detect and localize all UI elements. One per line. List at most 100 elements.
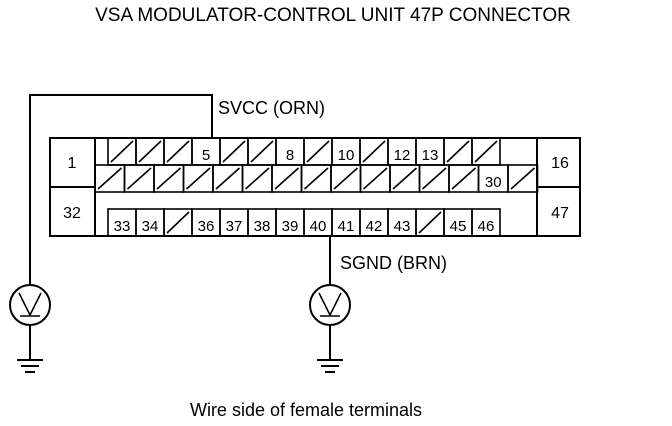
ground-left-icon [17,325,43,373]
terminal-cell: 12 [387,137,417,166]
terminal-cell [389,164,421,193]
unused-terminal-slash [306,140,330,163]
terminal-cell: 46 [471,208,501,237]
terminal-cell [300,164,332,193]
terminal-cell [247,137,277,166]
terminal-cell: 8 [275,137,305,166]
terminal-cell: 41 [331,208,361,237]
unused-terminal-slash [421,167,447,190]
terminal-cell: 34 [135,208,165,237]
unused-terminal-slash [333,167,359,190]
terminal-cell: 39 [275,208,305,237]
unused-terminal-slash [215,167,241,190]
unused-terminal-slash [97,167,123,190]
terminal-number: 39 [282,218,299,235]
terminal-cell: 37 [219,208,249,237]
terminal-cell [163,208,193,237]
terminal-16: 16 [551,155,569,172]
terminal-number: 33 [114,218,131,235]
terminal-number: 42 [366,218,383,235]
unused-terminal-slash [446,140,470,163]
terminal-cell [219,137,249,166]
unused-terminal-slash [303,167,329,190]
unused-terminal-slash [392,167,418,190]
terminal-cell: 43 [387,208,417,237]
terminal-number: 13 [422,147,439,164]
unused-terminal-slash [244,167,270,190]
terminal-row-2: 30 [94,164,539,193]
terminal-cell [271,164,303,193]
terminal-cell [303,137,333,166]
terminal-cell [241,164,273,193]
terminal-cell [443,137,473,166]
terminal-number: 36 [198,218,215,235]
terminal-cell: 40 [303,208,333,237]
terminal-1: 1 [68,155,77,172]
terminal-number: 45 [450,218,467,235]
terminal-32: 32 [63,205,81,222]
unused-terminal-slash [138,140,162,163]
unused-terminal-slash [185,167,211,190]
footer-caption: Wire side of female terminals [190,400,422,420]
unused-terminal-slash [156,167,182,190]
sgnd-wire-label: SGND (BRN) [340,253,447,273]
unused-terminal-slash [110,140,134,163]
terminal-cell [415,208,445,237]
svcc-wire [29,94,213,285]
terminal-cell: 5 [191,137,221,166]
unused-terminal-slash [166,140,190,163]
unused-terminal-slash [510,167,536,190]
voltmeter-right-icon [309,284,351,326]
terminal-cell: 36 [191,208,221,237]
terminal-number: 43 [394,218,411,235]
terminal-cell [471,137,501,166]
svcc-wire-label: SVCC (ORN) [218,98,325,118]
terminal-cell [359,137,389,166]
terminal-number: 34 [142,218,159,235]
terminal-cell: 13 [415,137,445,166]
unused-terminal-slash [126,167,152,190]
terminal-cell [135,137,165,166]
ground-right-icon [317,325,343,373]
unused-terminal-slash [451,167,477,190]
terminal-row-1: 5 8 10 12 13 [107,137,501,166]
terminal-number: 37 [226,218,243,235]
unused-terminal-slash [362,167,388,190]
terminal-cell: 38 [247,208,277,237]
terminal-number: 46 [478,218,495,235]
terminal-cell: 42 [359,208,389,237]
terminal-cell [212,164,244,193]
terminal-number: 5 [202,147,210,164]
terminal-cell [182,164,214,193]
terminal-cell [507,164,539,193]
terminal-number: 10 [338,147,355,164]
terminal-cell [330,164,362,193]
terminal-cell [153,164,185,193]
terminal-cell [163,137,193,166]
terminal-cell: 33 [107,208,137,237]
diagram-title: VSA MODULATOR-CONTROL UNIT 47P CONNECTOR [95,5,571,26]
unused-terminal-slash [474,140,498,163]
terminal-cell: 45 [443,208,473,237]
terminal-47: 47 [551,205,569,222]
terminal-cell [359,164,391,193]
terminal-cell [94,164,126,193]
terminal-number: 40 [310,218,327,235]
unused-terminal-slash [222,140,246,163]
unused-terminal-slash [418,211,442,234]
unused-terminal-slash [250,140,274,163]
terminal-cell: 10 [331,137,361,166]
terminal-cell [448,164,480,193]
terminal-number: 8 [286,147,294,164]
terminal-cell: 30 [477,164,509,193]
terminal-number: 12 [394,147,411,164]
terminal-cell [418,164,450,193]
unused-terminal-slash [166,211,190,234]
terminal-cell [107,137,137,166]
voltmeter-left-icon [9,284,51,326]
terminal-number: 30 [485,174,502,191]
terminal-cell [123,164,155,193]
